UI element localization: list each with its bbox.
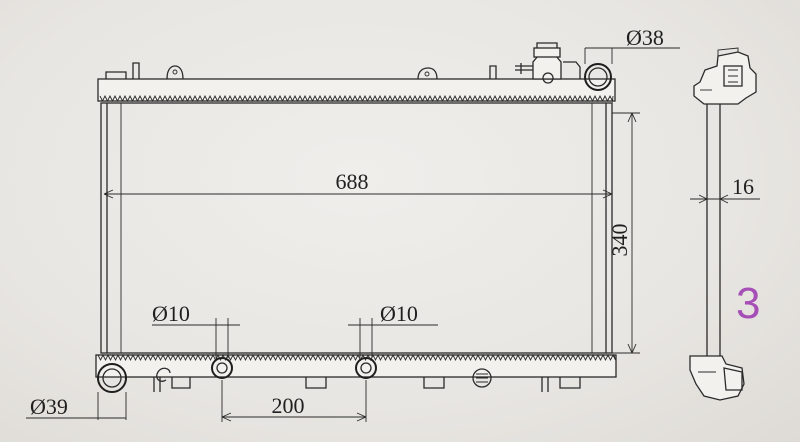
radiator-side-view: 16 <box>689 47 760 401</box>
outlet-pipe <box>97 363 127 393</box>
inlet-dimension: Ø38 <box>584 25 680 64</box>
fitting-right-label: Ø10 <box>380 301 418 326</box>
thickness-label: 16 <box>732 174 754 199</box>
fitting-right-dimension: Ø10 <box>348 301 438 358</box>
top-tank-seam <box>99 94 614 103</box>
outlet-diameter-label: Ø39 <box>30 394 68 419</box>
width-dimension: 688 <box>103 169 613 199</box>
filler-neck <box>515 42 581 84</box>
top-mounting-pins <box>105 62 497 80</box>
side-top-tank <box>693 51 757 105</box>
inlet-pipe <box>584 63 612 91</box>
bottom-brackets <box>153 367 581 392</box>
spacing-label: 200 <box>272 393 305 418</box>
inlet-diameter-label: Ø38 <box>626 25 664 50</box>
fitting-left-dimension: Ø10 <box>152 301 240 358</box>
width-label: 688 <box>336 169 369 194</box>
side-bottom-tank <box>689 355 745 401</box>
spacing-dimension: 200 <box>221 380 367 422</box>
figure-number: 3 <box>736 279 760 328</box>
outlet-dimension: Ø39 <box>26 392 127 420</box>
height-label: 340 <box>607 224 632 257</box>
fitting-left-label: Ø10 <box>152 301 190 326</box>
core-side-channels <box>106 103 607 353</box>
radiator-front-view <box>95 42 617 393</box>
height-dimension: 340 <box>607 112 640 354</box>
bottom-tank-seam <box>97 353 616 362</box>
radiator-core <box>100 102 613 354</box>
bottom-fittings <box>211 357 492 388</box>
